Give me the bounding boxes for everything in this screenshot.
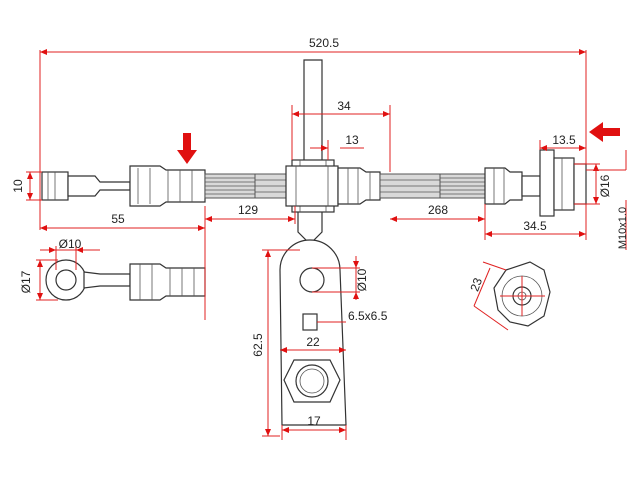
left-fitting-length-label: 55 <box>111 212 125 226</box>
hose-section-right <box>379 173 486 199</box>
bracket-square-label: 6.5x6.5 <box>348 309 388 323</box>
bracket-hole-label: Ø10 <box>355 268 369 291</box>
hose-left-length-dimension: 129 <box>205 203 296 224</box>
left-tube-diameter-dimension: 10 <box>11 171 42 201</box>
hose-section-left <box>204 173 296 199</box>
bracket-height-label: 62.5 <box>251 333 265 357</box>
right-end-fitting <box>484 149 587 217</box>
left-tube-diameter-label: 10 <box>11 179 25 193</box>
overall-length-label: 520.5 <box>309 36 339 50</box>
left-crimp-fitting <box>129 165 206 207</box>
right-fitting-diameter-dimensions: Ø16 M10x1.0 <box>574 150 629 250</box>
left-tube-end <box>41 171 131 201</box>
down-arrow-icon <box>177 133 197 164</box>
bracket-base-width-label: 17 <box>307 414 321 428</box>
banjo-detail-view: Ø10 Ø17 <box>19 237 206 320</box>
mounting-bracket-side <box>285 59 381 245</box>
right-thread-length-label: 34.5 <box>523 219 547 233</box>
right-fitting-diameter-label: Ø16 <box>598 174 612 197</box>
right-thread-length-dimension: 34.5 <box>485 219 586 237</box>
end-fitting-view: 23 <box>467 261 551 331</box>
left-fitting-length-dimension: 55 <box>40 206 206 240</box>
banjo-outer-label: Ø17 <box>19 270 33 293</box>
right-fitting-length-label: 13.5 <box>552 133 576 147</box>
right-fitting-dimension: 13.5 <box>539 133 587 151</box>
bracket-offset-label: 13 <box>345 133 359 147</box>
banjo-hole-label: Ø10 <box>59 237 82 251</box>
end-view-size-label: 23 <box>467 276 485 294</box>
bracket-nut-width-label: 22 <box>306 335 320 349</box>
right-thread-spec-label: M10x1.0 <box>617 207 629 249</box>
hose-left-length-label: 129 <box>238 203 258 217</box>
bracket-front-view: Ø10 6.5x6.5 62.5 22 17 <box>251 239 388 440</box>
left-arrow-icon <box>589 122 620 142</box>
bracket-dimensions: 34 13 <box>291 99 391 172</box>
bracket-width-label: 34 <box>337 99 351 113</box>
hose-right-length-dimension: 268 <box>390 203 486 240</box>
main-hose-view: 520.5 <box>11 36 629 250</box>
hose-right-length-label: 268 <box>428 203 448 217</box>
